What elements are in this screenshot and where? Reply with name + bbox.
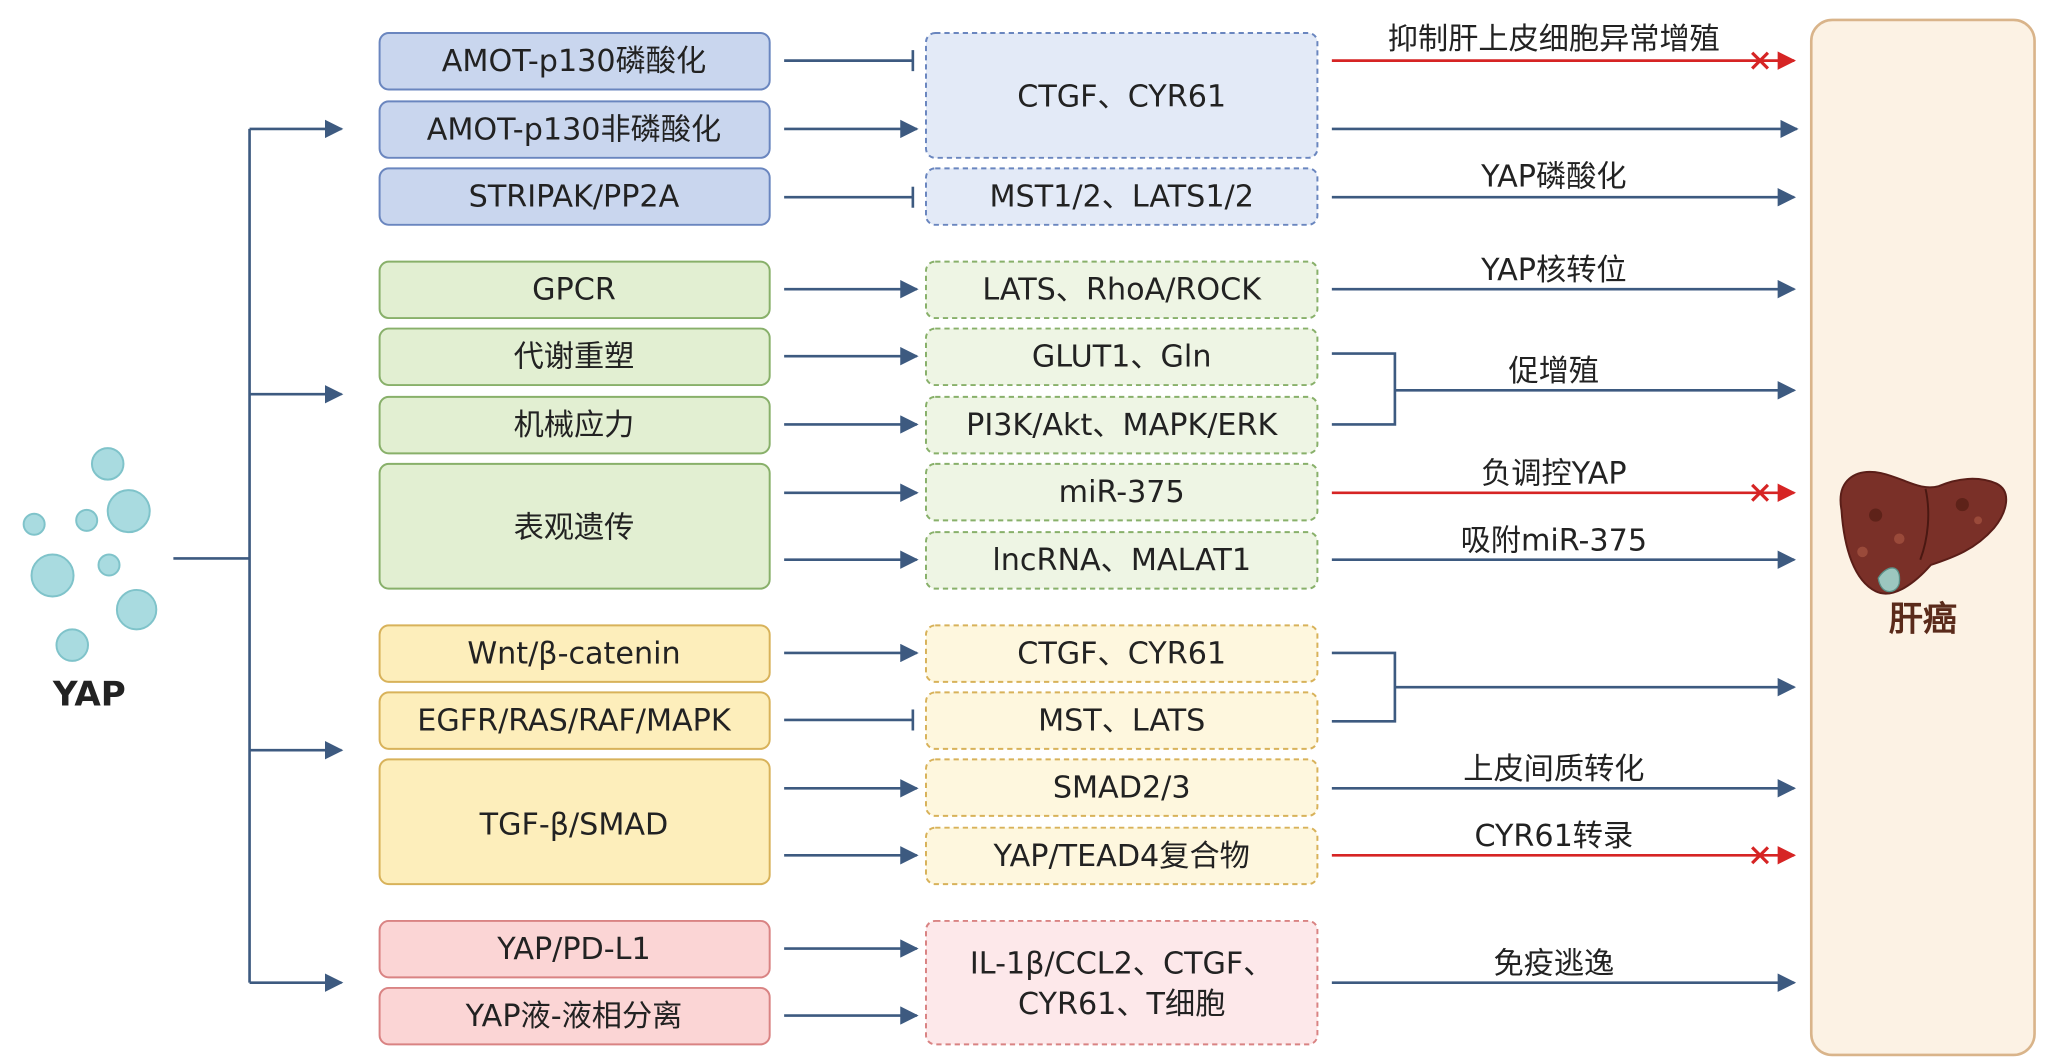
source-tree-connector: [173, 119, 344, 992]
block-x-icon: [1751, 483, 1770, 502]
input-label: 代谢重塑: [514, 340, 635, 375]
input-label: YAP液-液相分离: [465, 999, 683, 1034]
mid-node-ctgf-cyr61: CTGF、CYR61: [925, 32, 1319, 159]
mid-label: YAP/TEAD4复合物: [993, 839, 1250, 874]
target-label: 肝癌: [1889, 600, 1957, 640]
mid-label: CTGF、CYR61: [1017, 80, 1226, 115]
mid-label: MST1/2、LATS1/2: [989, 179, 1253, 214]
mid-label: SMAD2/3: [1053, 770, 1191, 805]
mid-node-lats-rhoa-rock: LATS、RhoA/ROCK: [925, 260, 1319, 320]
input-to-mid-connectors: [784, 50, 919, 1025]
mid-node-lncrna-malat1: lncRNA、MALAT1: [925, 531, 1319, 590]
input-label: EGFR/RAS/RAF/MAPK: [417, 703, 732, 738]
mid-node-yap-tead4-complex: YAP/TEAD4复合物: [925, 826, 1319, 886]
input-node-yap-phase-separation: YAP液-液相分离: [378, 986, 771, 1046]
input-node-wnt-beta-catenin: Wnt/β-catenin: [378, 624, 771, 683]
input-label: TGF-β/SMAD: [479, 807, 669, 842]
mid-node-mir-375: miR-375: [925, 462, 1319, 522]
input-node-mechanical-stress: 机械应力: [378, 395, 771, 455]
edge-label-adsorb-mir-375: 吸附miR-375: [1461, 524, 1647, 559]
input-node-yap-pd-l1: YAP/PD-L1: [378, 919, 771, 979]
input-node-amot-p130-phosphorylation: AMOT-p130磷酸化: [378, 32, 771, 91]
input-label: STRIPAK/PP2A: [469, 179, 680, 214]
block-x-icon: [1751, 51, 1770, 70]
mid-node-smad2-3: SMAD2/3: [925, 758, 1319, 817]
yap-bubbles-icon: [22, 447, 158, 662]
mid-label-line2: CYR61、T细胞: [1018, 987, 1225, 1022]
mid-label-line1: IL-1β/CCL2、CTGF、: [970, 946, 1274, 981]
mid-label: LATS、RhoA/ROCK: [982, 273, 1262, 308]
input-label: 表观遗传: [514, 510, 635, 545]
input-label: AMOT-p130非磷酸化: [427, 112, 722, 147]
mid-node-ctgf-cyr61-yellow: CTGF、CYR61: [925, 624, 1319, 683]
block-x-icons: [1751, 51, 1770, 865]
edge-label-emt: 上皮间质转化: [1463, 752, 1644, 787]
input-node-epigenetics: 表观遗传: [378, 462, 771, 590]
block-x-icon: [1751, 846, 1770, 865]
edge-label-immune-escape: 免疫逃逸: [1493, 946, 1614, 981]
mid-label: CTGF、CYR61: [1017, 637, 1226, 672]
edge-label-promote-proliferation: 促增殖: [1509, 354, 1600, 389]
input-node-tgf-beta-smad: TGF-β/SMAD: [378, 758, 771, 886]
mid-node-glut1-gln: GLUT1、Gln: [925, 327, 1319, 387]
mid-label: miR-375: [1059, 475, 1185, 510]
input-node-amot-p130-non-phosphorylation: AMOT-p130非磷酸化: [378, 100, 771, 159]
mid-node-mst-lats: MST1/2、LATS1/2: [925, 167, 1319, 226]
edge-label-suppress-proliferation: 抑制肝上皮细胞异常增殖: [1388, 22, 1720, 57]
input-label: YAP/PD-L1: [496, 932, 651, 967]
input-node-metabolic-remodeling: 代谢重塑: [378, 327, 771, 387]
mid-label: PI3K/Akt、MAPK/ERK: [966, 408, 1278, 443]
input-node-stripak-pp2a: STRIPAK/PP2A: [378, 167, 771, 226]
edge-label-yap-nuclear-translocation: YAP核转位: [1480, 253, 1627, 288]
input-label: AMOT-p130磷酸化: [442, 44, 706, 79]
input-label: GPCR: [532, 273, 616, 308]
input-node-gpcr: GPCR: [378, 260, 771, 320]
mid-label: lncRNA、MALAT1: [992, 543, 1251, 578]
yap-label: YAP: [52, 675, 126, 715]
liver-icon: [1839, 470, 2008, 595]
mid-label: GLUT1、Gln: [1032, 340, 1212, 375]
mid-node-pi3k-akt-mapk-erk: PI3K/Akt、MAPK/ERK: [925, 395, 1319, 455]
input-label: 机械应力: [514, 408, 635, 443]
edge-label-cyr61-transcription: CYR61转录: [1474, 819, 1633, 854]
mid-label: MST、LATS: [1038, 703, 1205, 738]
mid-node-immune-factors: IL-1β/CCL2、CTGF、 CYR61、T细胞: [925, 919, 1319, 1046]
mid-node-mst-lats-yellow: MST、LATS: [925, 691, 1319, 750]
edge-label-negative-regulation-yap: 负调控YAP: [1481, 457, 1627, 492]
input-label: Wnt/β-catenin: [467, 637, 680, 672]
mid-to-target-edges: [1331, 51, 1799, 992]
edge-label-yap-phosphorylation: YAP磷酸化: [1480, 160, 1627, 195]
input-node-egfr-ras-raf-mapk: EGFR/RAS/RAF/MAPK: [378, 691, 771, 750]
target-node-liver-cancer: 肝癌: [1809, 18, 2036, 1057]
